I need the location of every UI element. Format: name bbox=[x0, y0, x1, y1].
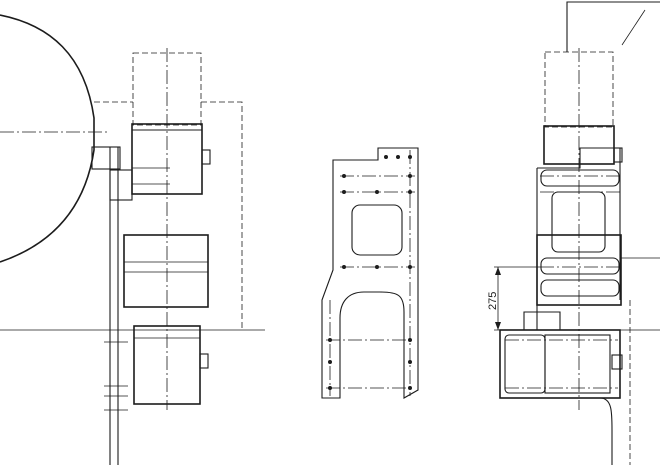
vessel-outline bbox=[0, 14, 95, 263]
right-plate-outline bbox=[537, 147, 621, 300]
upper-bolt bbox=[201, 149, 211, 165]
left-view bbox=[0, 14, 265, 465]
nozzle bbox=[91, 146, 121, 170]
right-upper-bolt bbox=[613, 147, 623, 163]
right-view: 275 bbox=[487, 1, 660, 465]
right-upper-housing bbox=[543, 125, 615, 165]
dimension-arrow-bottom bbox=[495, 322, 501, 330]
center-view bbox=[321, 147, 419, 399]
right-middle-housing bbox=[536, 234, 622, 306]
plate-holes bbox=[328, 155, 412, 390]
right-lower-block bbox=[544, 334, 611, 394]
frame-hidden-right bbox=[201, 101, 243, 330]
dimension-label: 275 bbox=[487, 292, 499, 310]
right-lower-bolt bbox=[611, 354, 623, 370]
leader-arrow bbox=[621, 9, 646, 46]
bracket-upper bbox=[109, 169, 133, 201]
right-middle-clamp bbox=[540, 257, 620, 275]
right-upper-clamp bbox=[540, 169, 620, 187]
right-lower-inner bbox=[504, 334, 546, 394]
plate-window bbox=[351, 204, 403, 256]
right-window bbox=[551, 191, 606, 253]
leader-line bbox=[566, 1, 660, 52]
right-middle-clamp-2 bbox=[540, 279, 620, 297]
dimension-arrow-top bbox=[495, 267, 501, 275]
bracket-plate bbox=[321, 147, 419, 399]
middle-housing bbox=[123, 234, 209, 308]
right-lower-neck bbox=[523, 311, 561, 330]
lower-bolt bbox=[199, 353, 209, 369]
pipe-curve bbox=[560, 397, 613, 465]
